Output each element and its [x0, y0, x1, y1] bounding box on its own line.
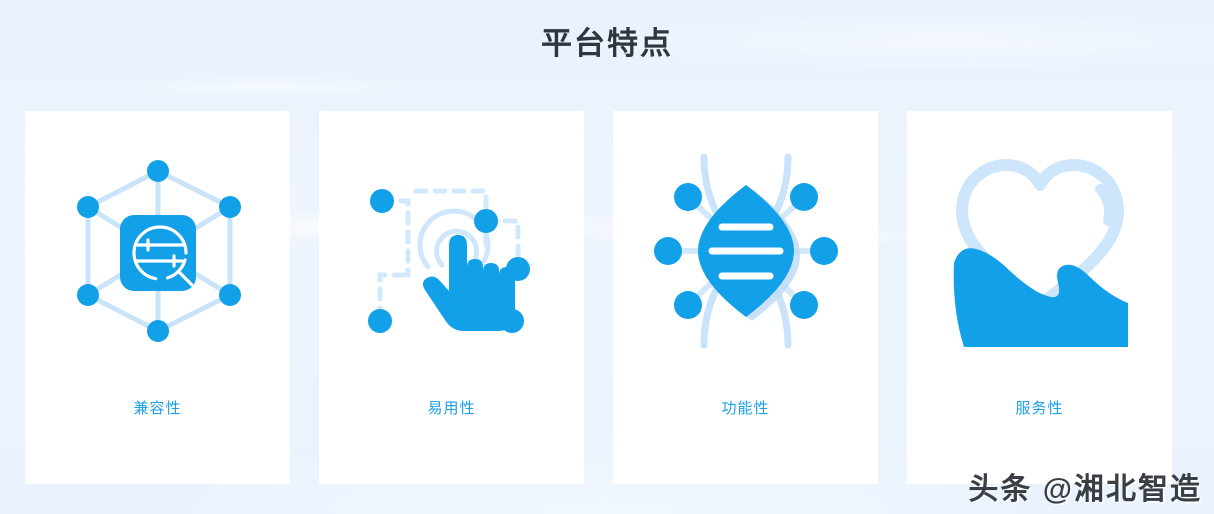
page-title: 平台特点 — [541, 26, 673, 61]
feature-card-service[interactable]: 服务性 — [907, 111, 1172, 484]
feature-card-usability[interactable]: 易用性 — [319, 111, 584, 484]
feature-card-functionality[interactable]: 功能性 — [613, 111, 878, 484]
feature-card-list: 兼容性 — [25, 111, 1173, 484]
feature-card-label: 兼容性 — [133, 400, 182, 417]
network-magnifier-icon — [58, 149, 258, 354]
hub-dna-icon — [646, 149, 846, 354]
watermark: 头条 @湘北智造 — [968, 473, 1202, 506]
feature-card-label: 易用性 — [427, 400, 476, 417]
feature-card-label: 功能性 — [721, 400, 770, 417]
touch-hand-icon — [352, 149, 552, 354]
feature-card-compatibility[interactable]: 兼容性 — [25, 111, 290, 484]
heart-hand-icon — [940, 149, 1140, 354]
feature-card-label: 服务性 — [1015, 400, 1064, 417]
